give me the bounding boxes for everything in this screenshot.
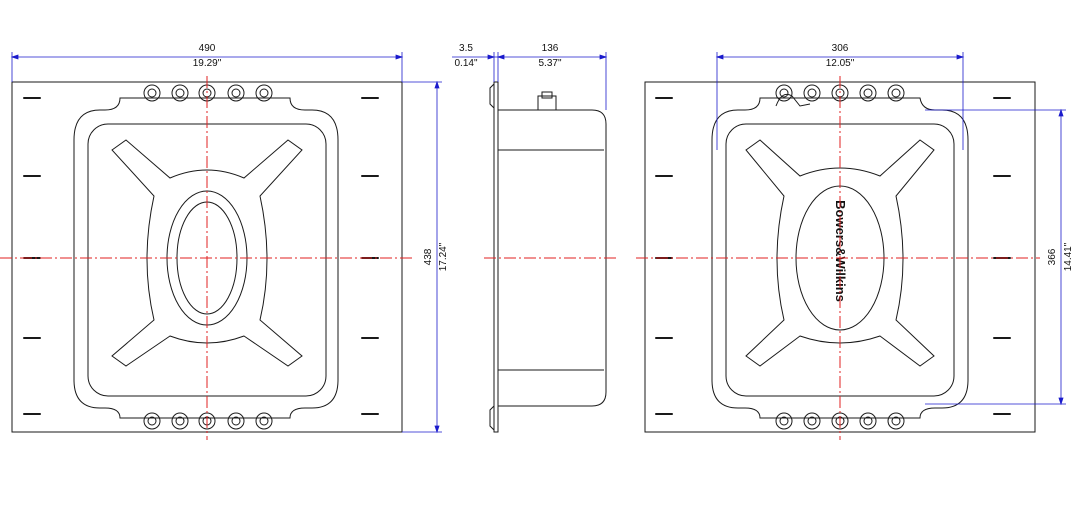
side-dimensions <box>452 52 608 110</box>
screw <box>775 84 793 102</box>
screw <box>887 84 905 102</box>
screw <box>859 84 877 102</box>
screw <box>803 84 821 102</box>
front-width-in: 19.29" <box>193 58 222 69</box>
front-height-in: 17.24" <box>438 242 449 271</box>
rear-width-in: 12.05" <box>826 58 855 69</box>
rear-dimensions <box>715 52 1066 406</box>
screw <box>171 412 189 430</box>
screw <box>227 84 245 102</box>
rear-terminal-bracket <box>775 93 811 107</box>
side-flange-in: 0.14" <box>454 58 477 69</box>
side-flange <box>493 81 499 433</box>
side-flange-tab <box>489 405 495 431</box>
screw <box>803 412 821 430</box>
front-mounting-slots <box>23 97 379 415</box>
rear-bottom-screws <box>775 412 905 430</box>
rear-width-mm: 306 <box>832 43 849 54</box>
screw <box>171 84 189 102</box>
side-terminal-block <box>537 95 557 111</box>
rear-enclosure-outline <box>711 97 969 419</box>
screw <box>227 412 245 430</box>
screw <box>255 412 273 430</box>
screw <box>887 412 905 430</box>
side-view <box>489 81 607 433</box>
front-top-screws <box>143 84 273 102</box>
screw <box>859 412 877 430</box>
side-depth-in: 5.37" <box>538 58 561 69</box>
rear-centerlines <box>636 76 1040 440</box>
front-bottom-screws <box>143 412 273 430</box>
rear-height-mm: 366 <box>1047 248 1058 265</box>
side-flange-tab <box>489 83 495 109</box>
screw <box>143 84 161 102</box>
screw <box>143 412 161 430</box>
front-enclosure-outline <box>73 97 339 419</box>
front-dimensions <box>10 52 442 434</box>
rear-mounting-slots <box>655 97 1011 415</box>
rear-x-brace <box>745 139 935 367</box>
side-depth-mm: 136 <box>542 43 559 54</box>
side-flange-mm: 3.5 <box>459 43 473 54</box>
front-x-brace <box>111 139 303 367</box>
rear-height-in: 14.41" <box>1063 242 1074 271</box>
screw <box>775 412 793 430</box>
side-terminal-cap <box>541 91 553 99</box>
front-height-mm: 438 <box>423 248 434 265</box>
screw <box>255 84 273 102</box>
front-width-mm: 490 <box>199 43 216 54</box>
front-centerlines <box>0 76 412 440</box>
